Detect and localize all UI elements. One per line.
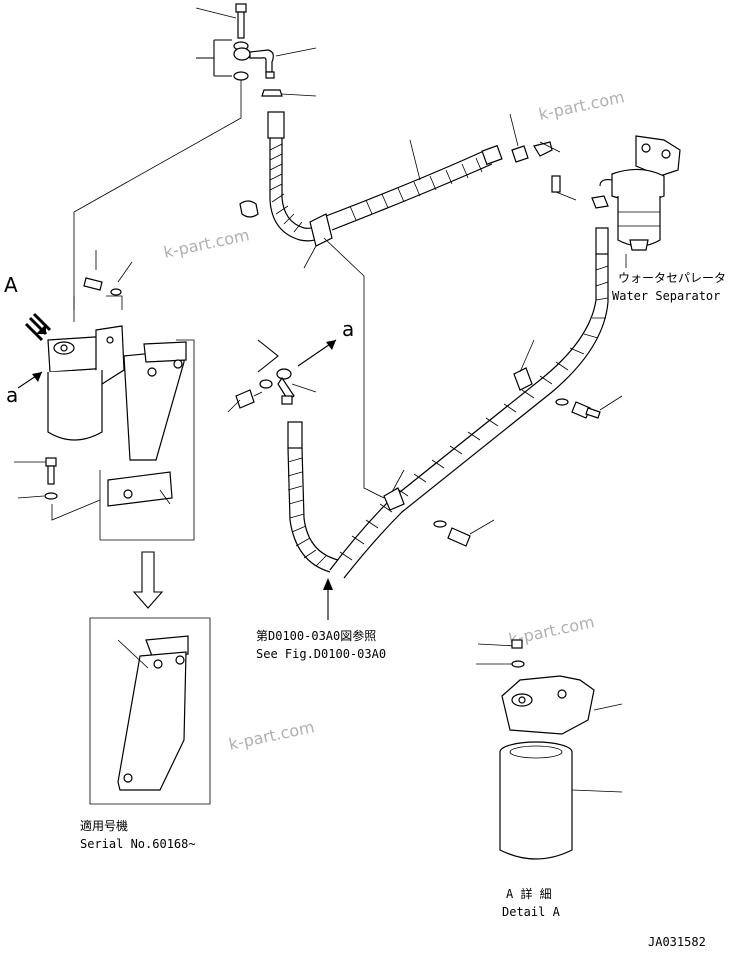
reference-line bbox=[73, 80, 242, 322]
watermark: k-part.com bbox=[227, 717, 316, 754]
variant-arrow bbox=[132, 551, 164, 609]
serial-variant-bracket: 適用号機 Serial No.60168~ bbox=[80, 617, 211, 851]
hose-bottom-loop: 第D0100-03A0図参照 See Fig.D0100-03A0 bbox=[256, 421, 386, 661]
reference-line bbox=[323, 237, 385, 499]
detail-label-en: Detail A bbox=[502, 905, 561, 919]
view-arrow-label: A bbox=[4, 273, 18, 297]
hose-main-return bbox=[329, 227, 623, 579]
hose-to-water-separator bbox=[325, 113, 577, 231]
serial-label-en: Serial No.60168~ bbox=[80, 837, 196, 851]
section-a-label-right: a bbox=[342, 317, 354, 341]
top-banjo-fitting bbox=[195, 3, 317, 97]
watermark: k-part.com bbox=[537, 87, 626, 124]
water-separator-label-jp: ウォータセパレータ bbox=[618, 271, 726, 285]
water-separator: ウォータセパレータ Water Separator bbox=[591, 135, 726, 303]
section-a-label-left: a bbox=[6, 383, 18, 407]
watermark: k-part.com bbox=[162, 225, 251, 262]
detail-a: A 詳 細 Detail A bbox=[476, 639, 623, 919]
water-separator-label-en: Water Separator bbox=[612, 289, 720, 303]
see-fig-label-jp: 第D0100-03A0図参照 bbox=[256, 628, 376, 643]
hose-top-loop bbox=[239, 111, 333, 269]
detail-label-jp: A 詳 細 bbox=[506, 886, 552, 901]
fuel-filter-assembly: A a bbox=[4, 250, 195, 541]
see-fig-label-en: See Fig.D0100-03A0 bbox=[256, 647, 386, 661]
drawing-number: JA031582 bbox=[648, 935, 706, 949]
serial-label-jp: 適用号機 bbox=[80, 818, 128, 833]
mid-banjo-fitting: a bbox=[227, 317, 354, 413]
